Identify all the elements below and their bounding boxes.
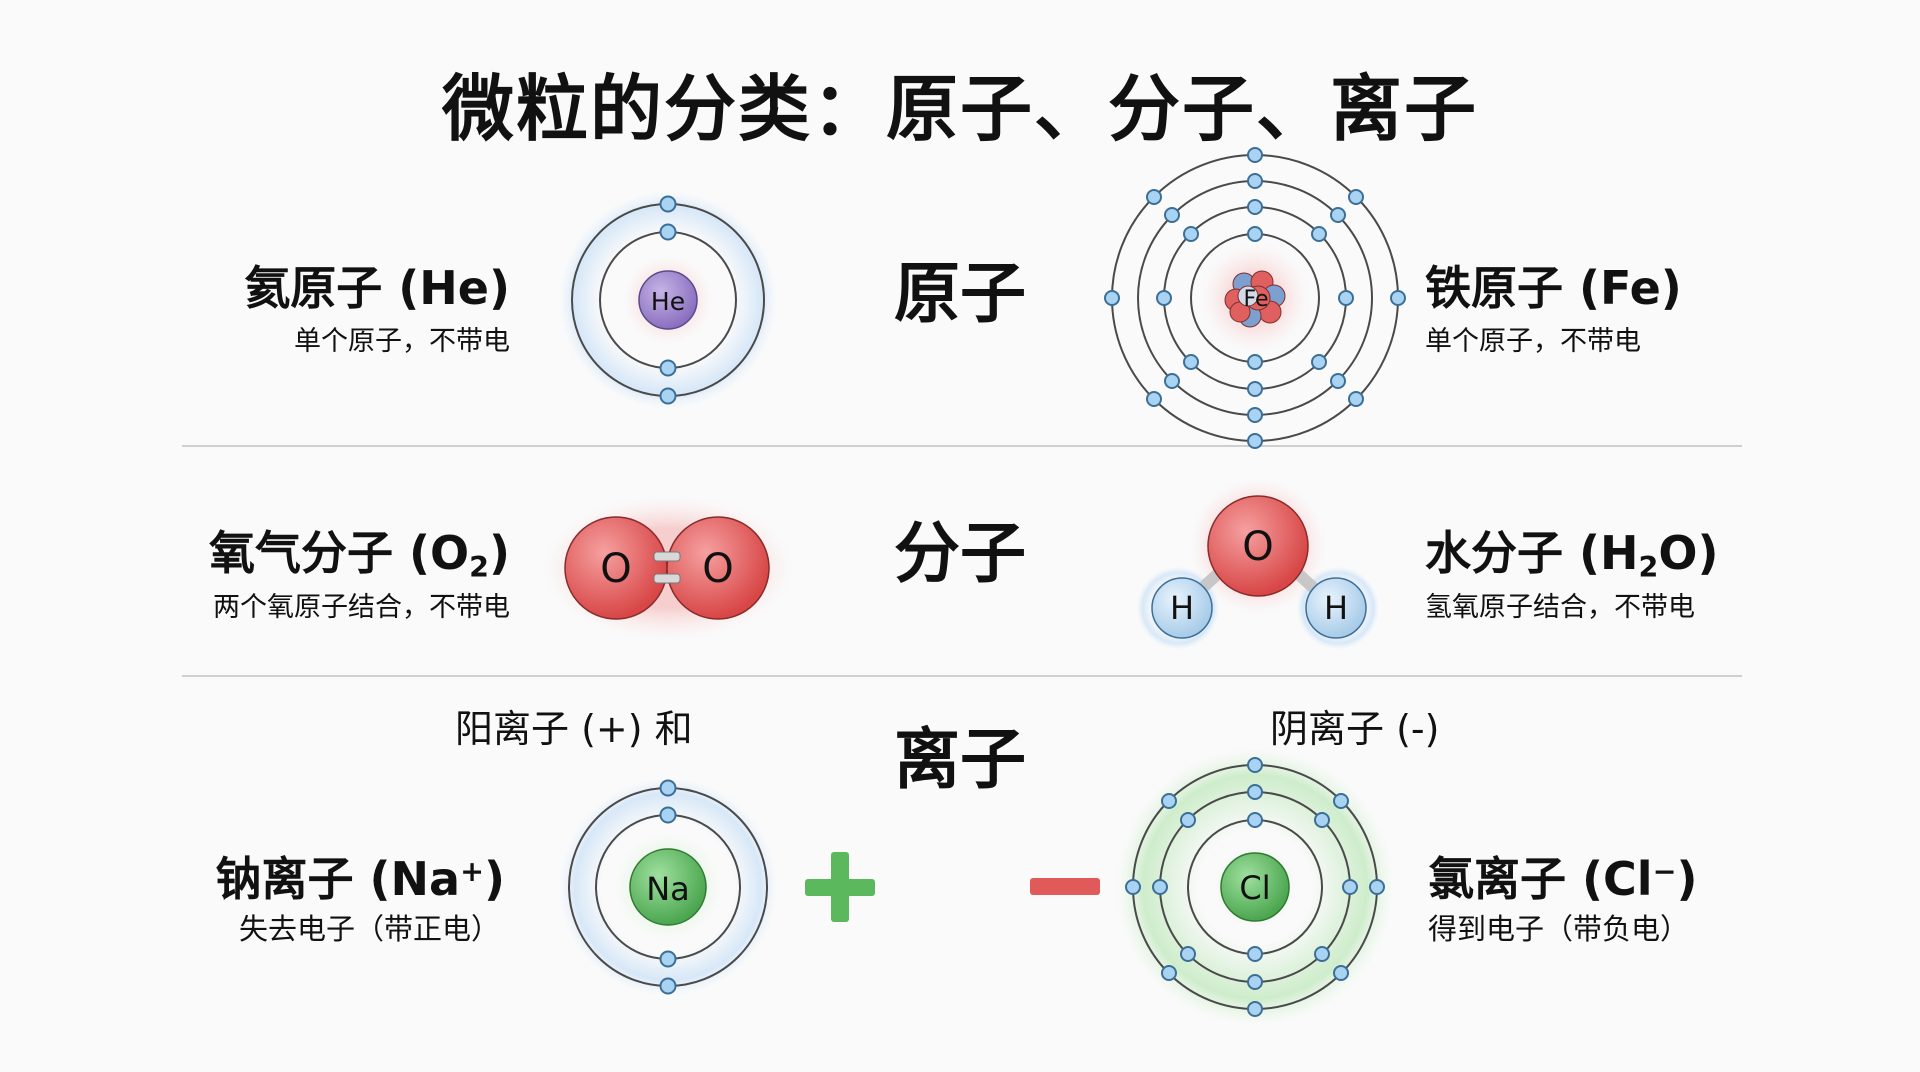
water-molecule-name: 水分子 (H2O) xyxy=(1425,526,1719,584)
iron-atom-model: Fe xyxy=(1104,147,1406,449)
electron xyxy=(1146,189,1162,205)
electron xyxy=(1156,290,1172,306)
helium-nucleus xyxy=(638,270,698,330)
category-molecule-label: 分子 xyxy=(894,515,1026,592)
electron xyxy=(659,359,677,377)
electron xyxy=(1338,290,1354,306)
electron xyxy=(1330,373,1346,389)
electron xyxy=(1104,290,1120,306)
cation-heading: 阳离子 (+) 和 xyxy=(455,707,693,751)
electron xyxy=(1247,974,1263,990)
chloride-ion-description: 得到电子（带负电） xyxy=(1428,912,1690,946)
electron xyxy=(1342,879,1358,895)
oxygen-molecule-description: 两个氧原子结合，不带电 xyxy=(213,592,510,623)
electron xyxy=(1390,290,1406,306)
sodium-nucleus xyxy=(629,848,707,926)
electron xyxy=(659,195,677,213)
hydrogen-atom-right xyxy=(1305,577,1367,639)
electron xyxy=(1146,391,1162,407)
electron xyxy=(1247,784,1263,800)
electron xyxy=(1311,226,1327,242)
water-molecule-description: 氢氧原子结合，不带电 xyxy=(1425,592,1695,623)
helium-atom-description: 单个原子，不带电 xyxy=(294,326,510,357)
electron xyxy=(1161,965,1177,981)
electron xyxy=(1180,812,1196,828)
helium-atom-name: 氦原子 (He) xyxy=(244,261,510,315)
electron xyxy=(1247,199,1263,215)
iron-atom-name: 铁原子 (Fe) xyxy=(1425,261,1682,315)
helium-symbol: He xyxy=(651,287,685,316)
electron xyxy=(1333,965,1349,981)
electron xyxy=(1164,373,1180,389)
electron xyxy=(1314,812,1330,828)
hydrogen-atom-left xyxy=(1151,577,1213,639)
electron xyxy=(659,806,677,824)
category-ion-label: 离子 xyxy=(894,721,1026,798)
electron xyxy=(1152,879,1168,895)
sodium-symbol: Na xyxy=(646,870,690,908)
sodium-ion-name: 钠离子 (Na+) xyxy=(215,852,505,906)
electron xyxy=(1161,793,1177,809)
row-divider-molecules xyxy=(182,675,1742,677)
hydrogen-symbol-right: H xyxy=(1324,589,1348,627)
electron xyxy=(659,223,677,241)
electron xyxy=(1314,946,1330,962)
iron-symbol: Fe xyxy=(1244,287,1269,312)
iron-atom-description: 单个原子，不带电 xyxy=(1425,326,1641,357)
sodium-ion-model: Na xyxy=(558,777,778,997)
page-title: 微粒的分类：原子、分子、离子 xyxy=(441,67,1478,151)
electron xyxy=(1247,946,1263,962)
oxygen-atom-right xyxy=(666,516,770,620)
plus-sign-icon xyxy=(805,852,875,922)
electron xyxy=(1180,946,1196,962)
sodium-ion-description: 失去电子（带正电） xyxy=(238,912,500,946)
electron xyxy=(659,977,677,995)
chlorine-nucleus xyxy=(1220,852,1290,922)
electron xyxy=(659,779,677,797)
oxygen-symbol-right: O xyxy=(702,546,733,592)
helium-atom-model: He xyxy=(558,190,778,410)
electron xyxy=(659,387,677,405)
electron xyxy=(1247,354,1263,370)
chloride-ion-model: Cl xyxy=(1115,747,1395,1027)
row-divider-atoms xyxy=(182,445,1742,447)
electron xyxy=(1247,381,1263,397)
water-molecule-model: O H H xyxy=(1136,478,1380,650)
double-bond-bottom xyxy=(653,573,681,584)
electron xyxy=(1247,433,1263,449)
electron xyxy=(1247,1001,1263,1017)
electron xyxy=(1247,226,1263,242)
electron xyxy=(1369,879,1385,895)
electron xyxy=(1330,207,1346,223)
category-atom-label: 原子 xyxy=(894,255,1026,332)
hydrogen-symbol-left: H xyxy=(1170,589,1194,627)
anion-heading: 阴离子 (-) xyxy=(1270,707,1440,751)
electron xyxy=(1183,354,1199,370)
chloride-ion-name: 氯离子 (Cl−) xyxy=(1428,852,1698,906)
electron xyxy=(1183,226,1199,242)
electron xyxy=(1247,173,1263,189)
electron xyxy=(1125,879,1141,895)
electron xyxy=(1348,391,1364,407)
oxygen-atom xyxy=(1207,495,1309,597)
electron xyxy=(1348,189,1364,205)
electron xyxy=(1247,812,1263,828)
oxygen-symbol: O xyxy=(1242,524,1273,570)
electron xyxy=(659,950,677,968)
neutron xyxy=(1237,285,1259,307)
electron xyxy=(1333,793,1349,809)
electron xyxy=(1247,147,1263,163)
electron xyxy=(1311,354,1327,370)
oxygen-molecule-model: O O xyxy=(543,496,793,640)
electron xyxy=(1164,207,1180,223)
chlorine-symbol: Cl xyxy=(1239,869,1270,907)
oxygen-molecule-name: 氧气分子 (O2) xyxy=(208,526,510,584)
minus-sign-icon xyxy=(1030,878,1100,895)
oxygen-symbol-left: O xyxy=(600,546,631,592)
electron xyxy=(1247,757,1263,773)
electron xyxy=(1247,407,1263,423)
double-bond-top xyxy=(653,551,681,562)
